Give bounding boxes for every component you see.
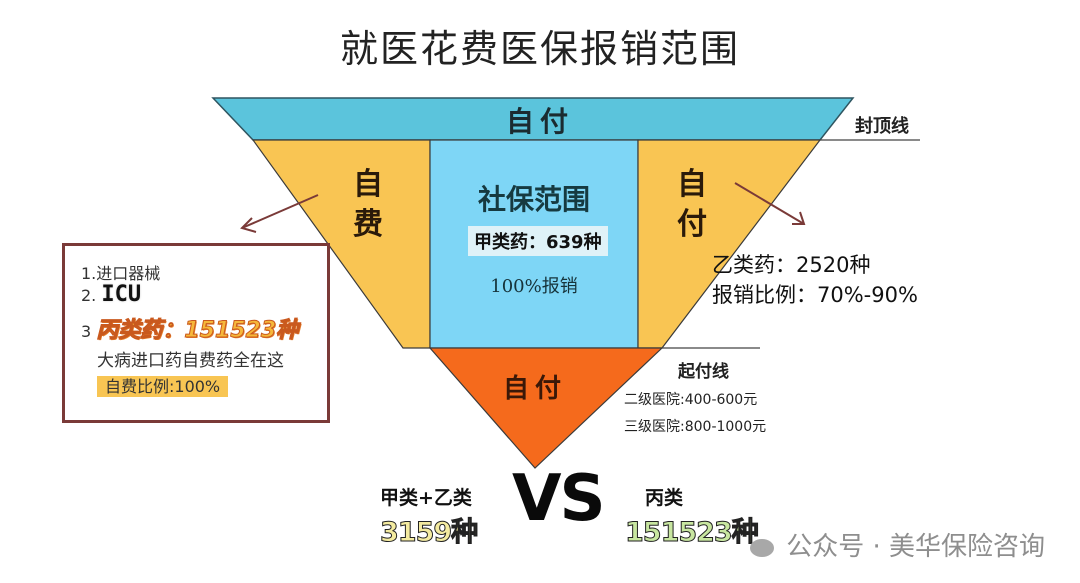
class-c-highlight: 丙类药：151523种 [96,318,299,344]
deductible-details: 二级医院:400-600元 三级医院:800-1000元 [624,387,766,441]
comparison-right: 丙类 151523种 [625,483,760,549]
box-item-3: 3 丙类药：151523种 [81,312,299,344]
class-b-count: 乙类药：2520种 [712,253,871,277]
top-band-label: 自付 [505,105,574,138]
box-note: 大病进口药自费药全在这 [97,351,284,371]
right-arrow [734,182,805,225]
left-section-char: 费 [353,207,383,242]
class-b-ratio: 报销比例：70%-90% [712,283,918,307]
bottom-deductible-section [428,347,664,469]
social-insurance-title: 社保范围 [477,183,590,216]
box-item-2: 2. ICU [81,282,141,307]
item-number: 3 [81,322,92,341]
comparison-right-title: 丙类 [645,487,684,509]
watermark: 公众号 · 美华保险咨询 [750,526,1045,563]
vs-text: VS [512,462,606,536]
class-b-info: 乙类药：2520种 报销比例：70%-90% [712,250,918,310]
comparison-left-value: 3159种 [379,517,478,549]
left-section-label: 自 费 [348,165,388,245]
watermark-text: 公众号 · 美华保险咨询 [786,532,1046,562]
comparison-left-title: 甲类+乙类 [380,487,472,509]
box-item-1: 1.进口器械 [81,264,161,283]
right-section-char: 付 [677,207,707,242]
ceiling-line-label: 封顶线 [855,116,909,137]
class-a-badge: 甲类药：639种 [468,226,608,256]
level3-hospital: 三级医院:800-1000元 [624,419,767,435]
selfpay-ratio: 自费比例:100% [97,376,229,397]
wechat-icon [750,538,774,557]
level2-hospital: 二级医院:400-600元 [624,392,758,408]
right-section-char: 自 [677,167,707,202]
page-title: 就医花费医保报销范围 [339,27,740,71]
right-section-label: 自 付 [672,165,712,245]
selfpay-ratio-row: 自费比例:100% [97,373,229,397]
comparison-right-value: 151523种 [625,517,760,549]
right-selfpay-section [637,139,822,349]
selfpay-items-box: 1.进口器械 2. ICU 3 丙类药：151523种 大病进口药自费药全在这 … [62,243,330,423]
item-number: 2. [81,286,97,305]
left-arrow [241,194,319,229]
reimbursement-text: 100%报销 [490,276,578,297]
deductible-label: 起付线 [678,362,729,382]
left-section-char: 自 [353,167,383,202]
bottom-section-label: 自付 [502,374,567,404]
comparison-left: 甲类+乙类 3159种 [379,483,478,549]
icu-text: ICU [101,282,142,307]
